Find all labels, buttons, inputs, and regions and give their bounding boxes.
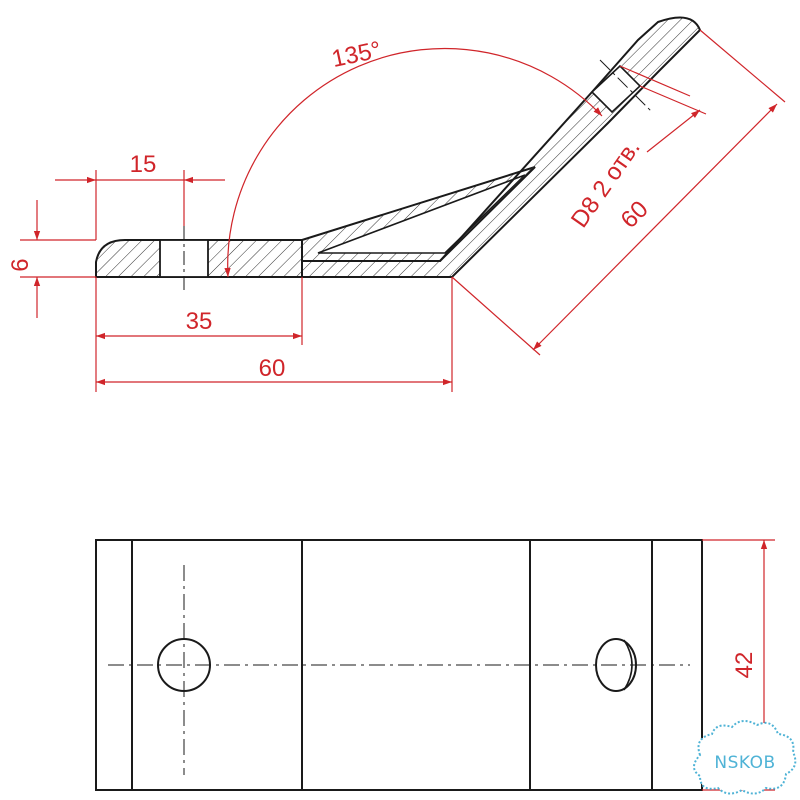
dim-hole-offset: 15 [130,151,157,178]
top-view-outline [95,539,703,791]
dim-overall-length: 60 [259,355,286,382]
side-dimension-texts: 6 15 35 60 135° D8 2 отв. 60 [7,36,654,382]
watermark-text: NSKOB [714,753,775,773]
dim-bend-angle: 135° [329,36,383,73]
dim-arm-length: 60 [616,196,654,234]
dim-tab-thickness: 6 [7,258,34,271]
top-view-centerlines [108,565,690,775]
dim-tab-length: 35 [186,308,213,335]
watermark-logo: NSKOB [693,720,797,795]
side-dimensions [20,29,786,392]
arm-hole-centerline [599,59,653,113]
dim-width: 42 [731,652,758,679]
